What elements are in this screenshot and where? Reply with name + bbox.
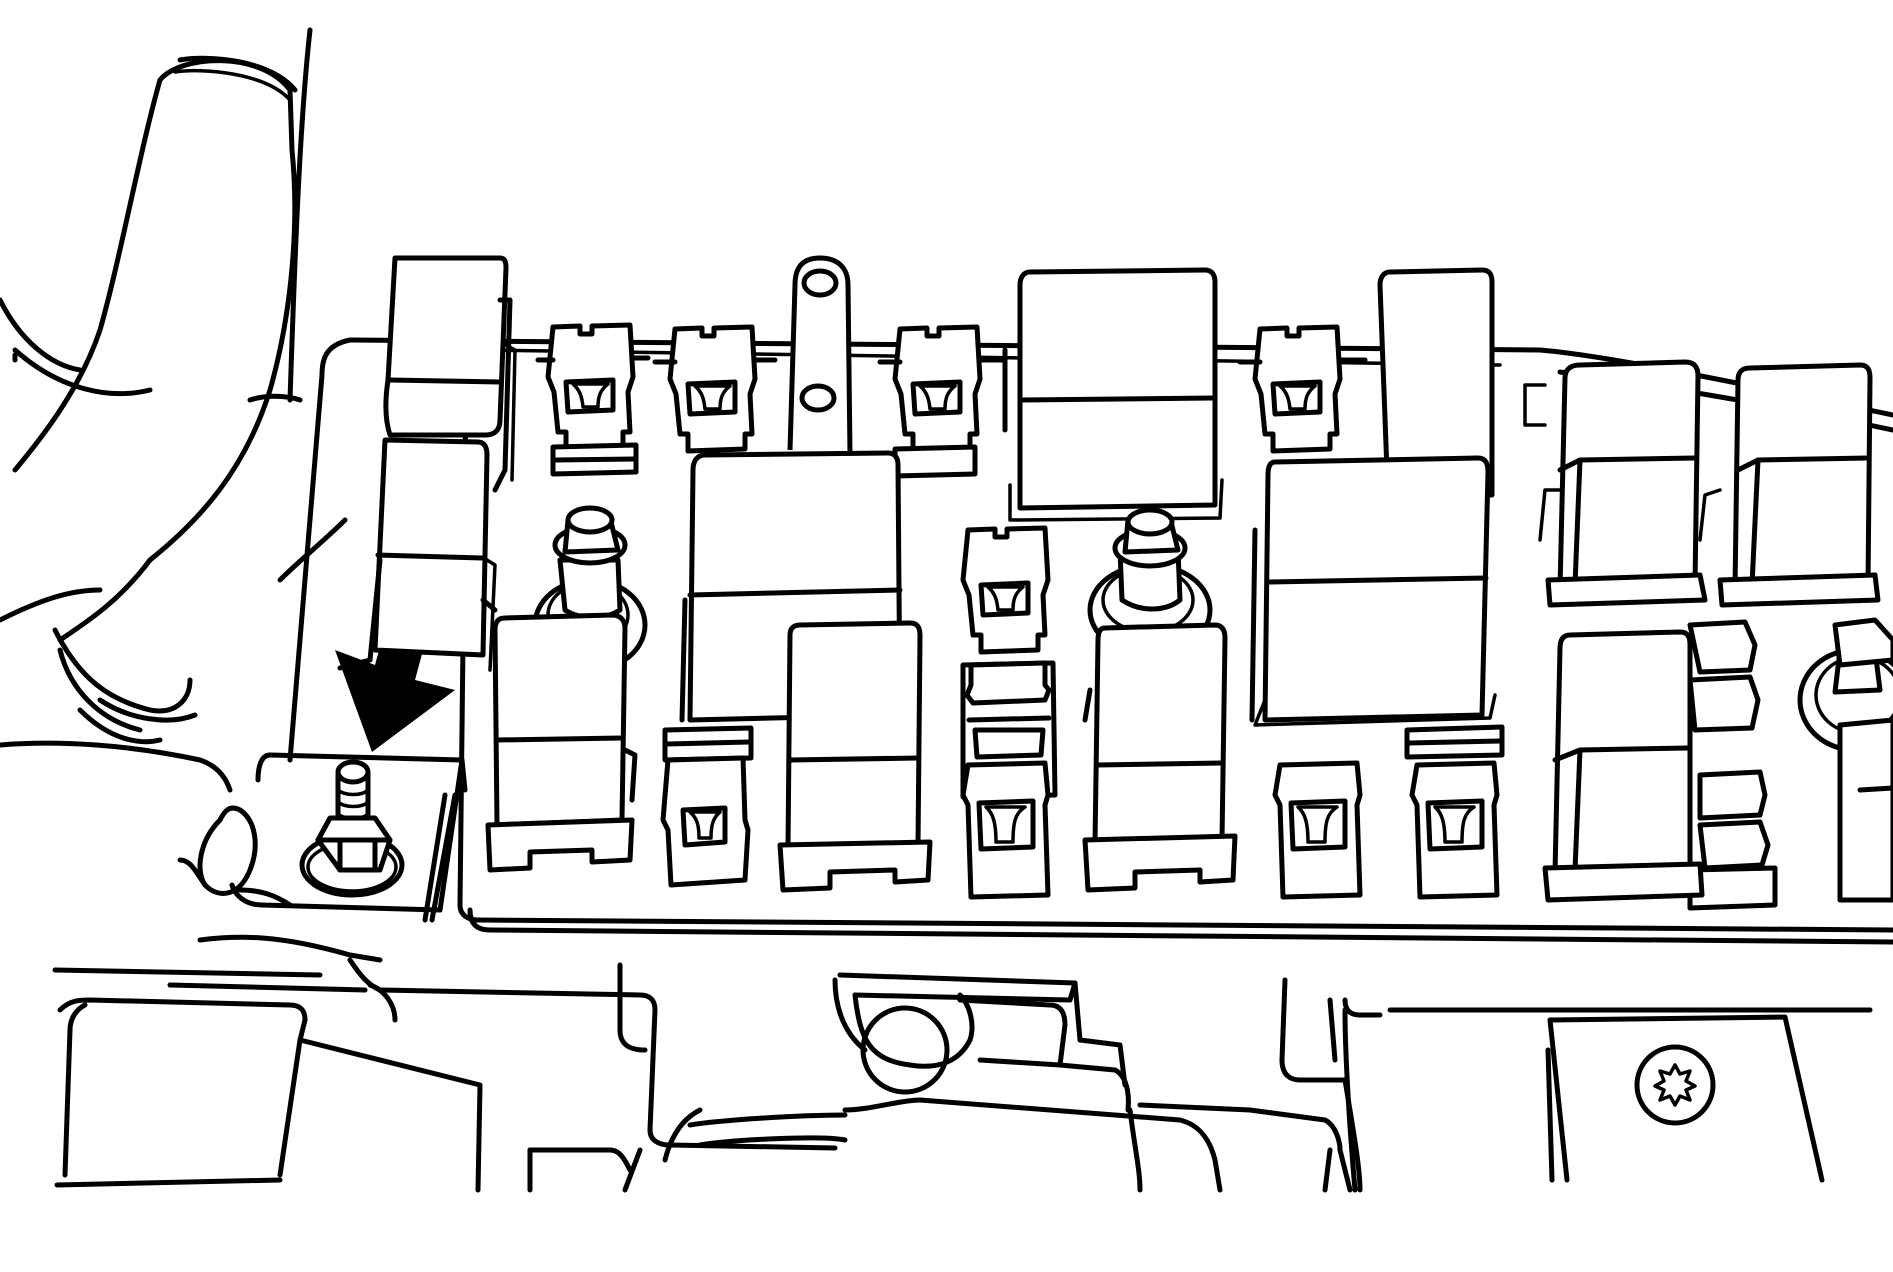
mini-fuse [652, 324, 778, 454]
relay-center-top [1002, 267, 1224, 522]
relay-far-right-a [1523, 359, 1708, 608]
relay-bottom-3 [1082, 622, 1238, 893]
mini-fuse [535, 322, 651, 477]
torx-screw-head [1634, 1044, 1716, 1126]
relay-top-left-upper [383, 255, 517, 493]
ground-stud-assembly [177, 752, 468, 923]
mini-fuse [660, 725, 754, 888]
relay-right-top [1377, 267, 1495, 501]
mini-fuse [1272, 760, 1363, 900]
relay-bottom-1 [485, 612, 638, 873]
hose-left [0, 27, 348, 793]
mini-fuse [1404, 724, 1505, 900]
relay-top-left-lower [337, 437, 498, 672]
torx-panel [1545, 1014, 1825, 1183]
ground-stud [335, 759, 371, 785]
bolt [1797, 617, 1893, 903]
relay-bottom-right [1542, 629, 1705, 903]
mini-fuse [960, 760, 1051, 900]
mini-fuse-right [1687, 619, 1778, 911]
relay-far-right-b [1698, 362, 1881, 608]
mini-fuse [960, 525, 1058, 800]
relay-right-center [1249, 455, 1497, 727]
mini-fuse [877, 324, 1008, 479]
bus-bar-tab [787, 255, 853, 456]
relay-bottom-2 [777, 620, 933, 893]
torx-star-icon [1653, 1063, 1697, 1107]
mini-fuse [1237, 324, 1368, 454]
